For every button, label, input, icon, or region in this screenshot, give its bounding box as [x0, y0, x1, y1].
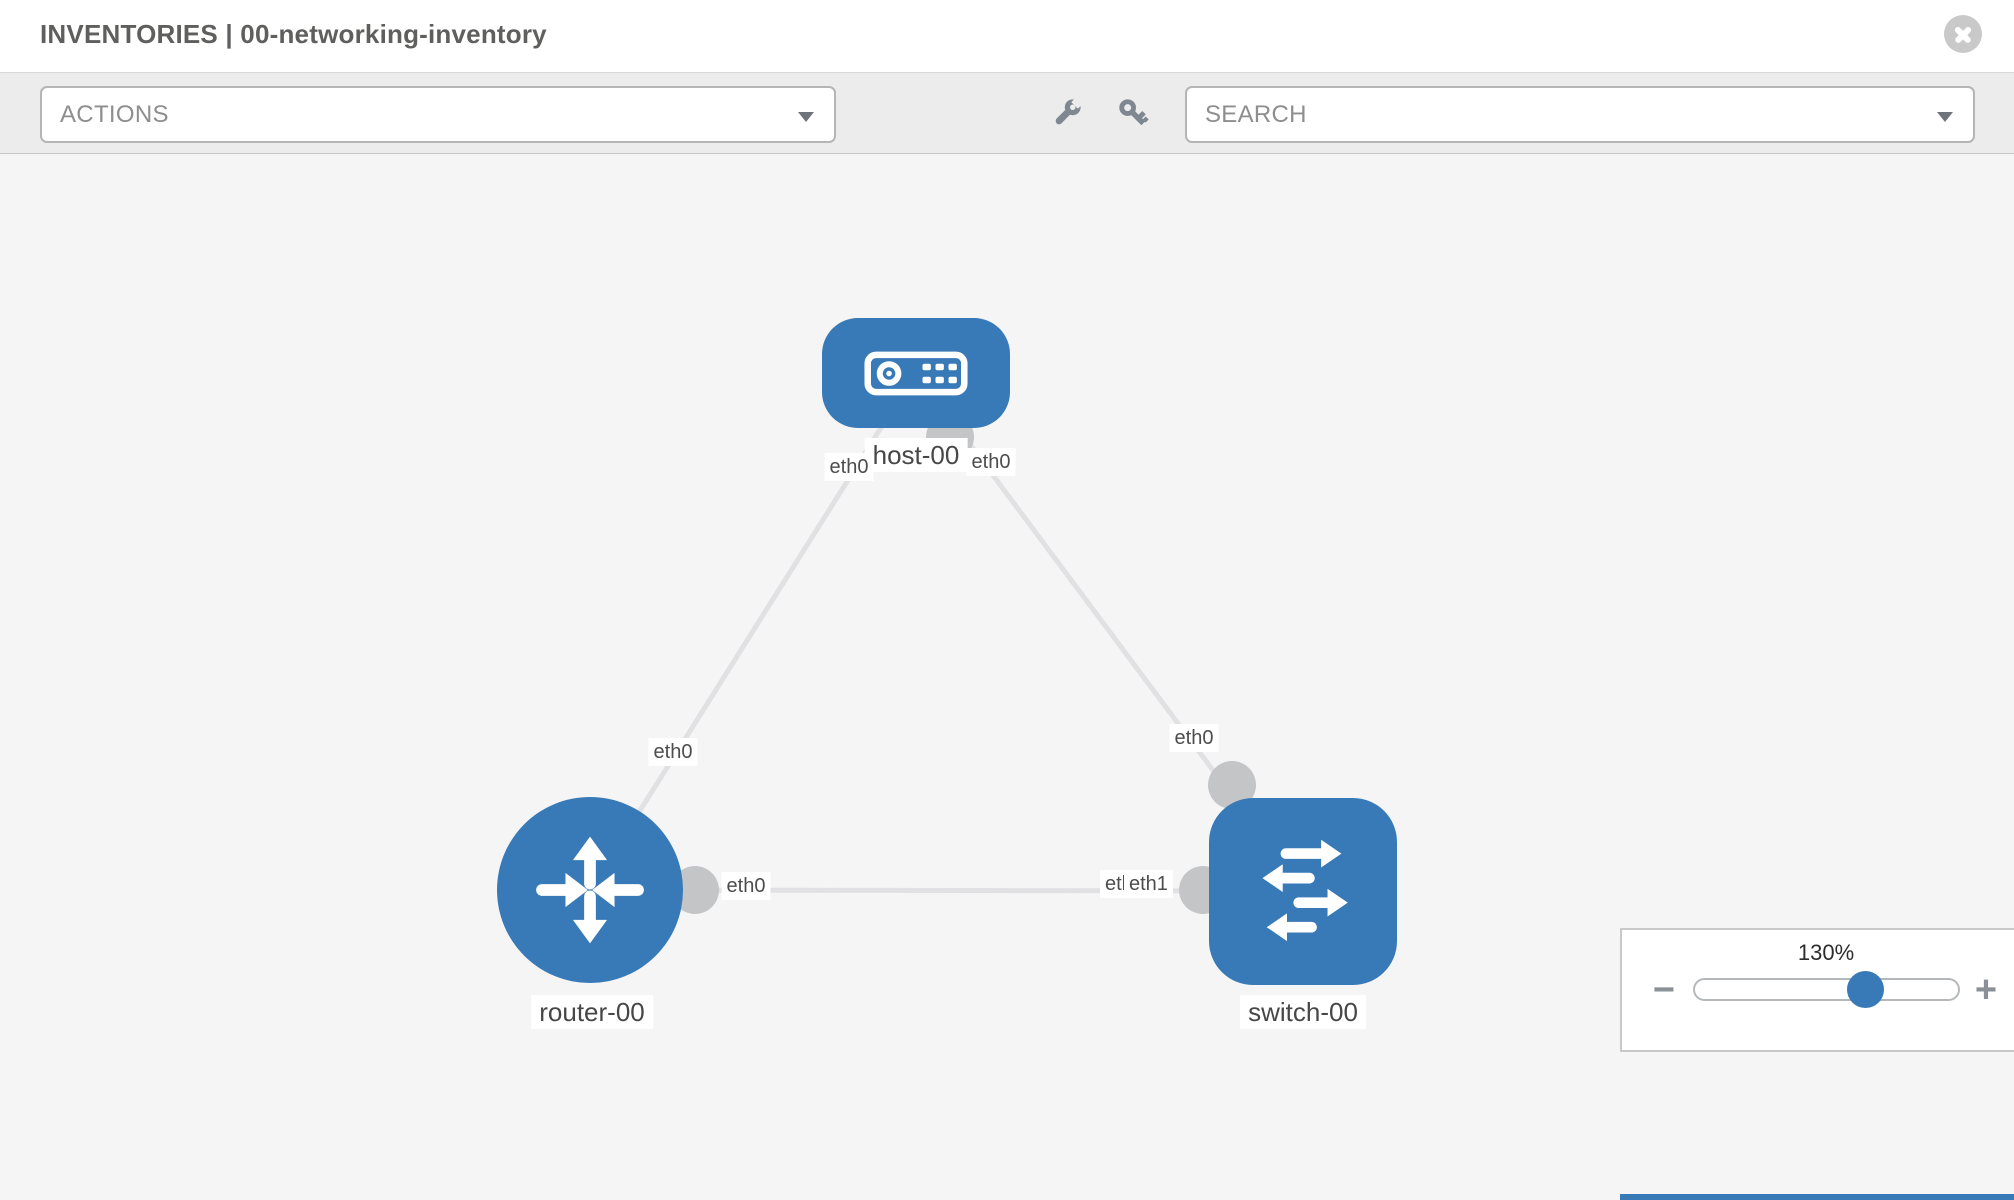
- port-circle: [671, 866, 719, 914]
- node-router-00[interactable]: [497, 797, 683, 983]
- zoom-out-button[interactable]: −: [1652, 969, 1676, 1011]
- interface-label: eth0: [721, 872, 771, 900]
- titlebar: INVENTORIES | 00-networking-inventory: [0, 0, 2014, 72]
- zoom-panel-bottom-strip: [1620, 1194, 2014, 1200]
- interface-label: eth0: [1169, 724, 1219, 752]
- configure-button[interactable]: [1047, 95, 1085, 133]
- actions-dropdown[interactable]: ACTIONS: [40, 86, 836, 143]
- switch-icon: [1262, 839, 1348, 941]
- node-label-router: router-00: [531, 995, 653, 1029]
- caret-down-icon: [1937, 112, 1953, 122]
- page-title: INVENTORIES | 00-networking-inventory: [40, 19, 547, 49]
- port-circle: [1208, 761, 1256, 809]
- zoom-slider[interactable]: [1693, 978, 1960, 1001]
- search-dropdown[interactable]: SEARCH: [1185, 86, 1975, 143]
- interface-label: eth0: [966, 448, 1016, 476]
- interface-label: eth0: [648, 738, 698, 766]
- actions-dropdown-label: ACTIONS: [60, 100, 169, 128]
- toolbar: ACTIONS: [0, 72, 2014, 154]
- close-button[interactable]: [1944, 15, 1982, 53]
- caret-down-icon: [798, 112, 814, 122]
- node-switch-00[interactable]: [1209, 798, 1397, 985]
- router-icon: [536, 836, 644, 944]
- interface-label: eth0: [824, 453, 874, 481]
- host-icon: [864, 351, 968, 395]
- zoom-slider-thumb[interactable]: [1847, 971, 1884, 1008]
- search-dropdown-label: SEARCH: [1205, 100, 1307, 128]
- interface-label: eth1: [1124, 870, 1173, 898]
- credentials-button[interactable]: [1115, 95, 1153, 133]
- key-icon: [1119, 99, 1149, 126]
- zoom-panel: 130% − +: [1620, 928, 2014, 1052]
- node-host-00[interactable]: [822, 318, 1010, 428]
- zoom-in-button[interactable]: +: [1974, 969, 1998, 1011]
- node-label-host: host-00: [864, 438, 968, 472]
- node-label-switch: switch-00: [1240, 995, 1366, 1029]
- wrench-icon: [1055, 96, 1084, 125]
- zoom-level-label: 130%: [1797, 940, 1855, 965]
